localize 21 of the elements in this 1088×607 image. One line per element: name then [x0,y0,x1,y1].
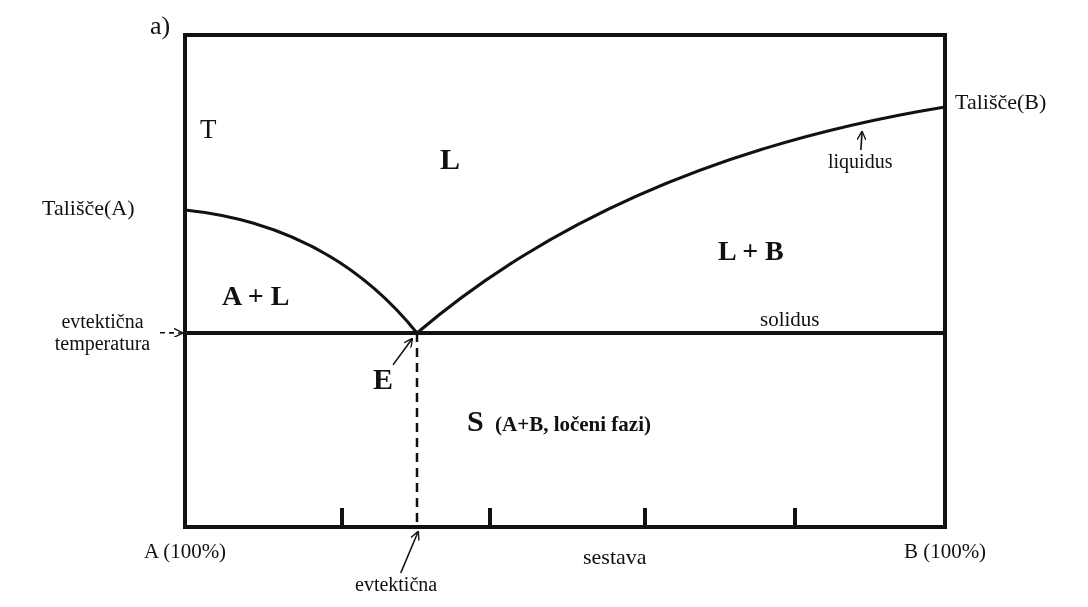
melting-point-label: Tališče(A) [42,196,135,221]
curve-label: solidus [760,308,820,332]
point-label: E [373,362,393,395]
axis-label: B (100%) [902,540,988,564]
temperature-label: evtektična temperatura [45,310,160,354]
leader-arrow [392,337,414,366]
leader-arrow [159,327,184,339]
axis-label: a) [150,12,171,41]
axis-label: T [200,115,217,145]
leader-arrow [399,530,420,574]
axis-label: A (100%) [142,540,228,564]
melting-point-label: Tališče(B) [955,90,1047,115]
axis-label: sestava [583,545,647,570]
curve-label: liquidus [828,150,893,172]
composition-label: evtektična [355,573,438,595]
region-label: S [467,404,484,437]
region-label: L + B [718,236,784,267]
region-label: (A+B, ločeni fazi) [495,413,651,437]
leader-arrow [856,130,867,151]
region-label: A + L [222,281,290,312]
region-label: L [440,142,460,175]
